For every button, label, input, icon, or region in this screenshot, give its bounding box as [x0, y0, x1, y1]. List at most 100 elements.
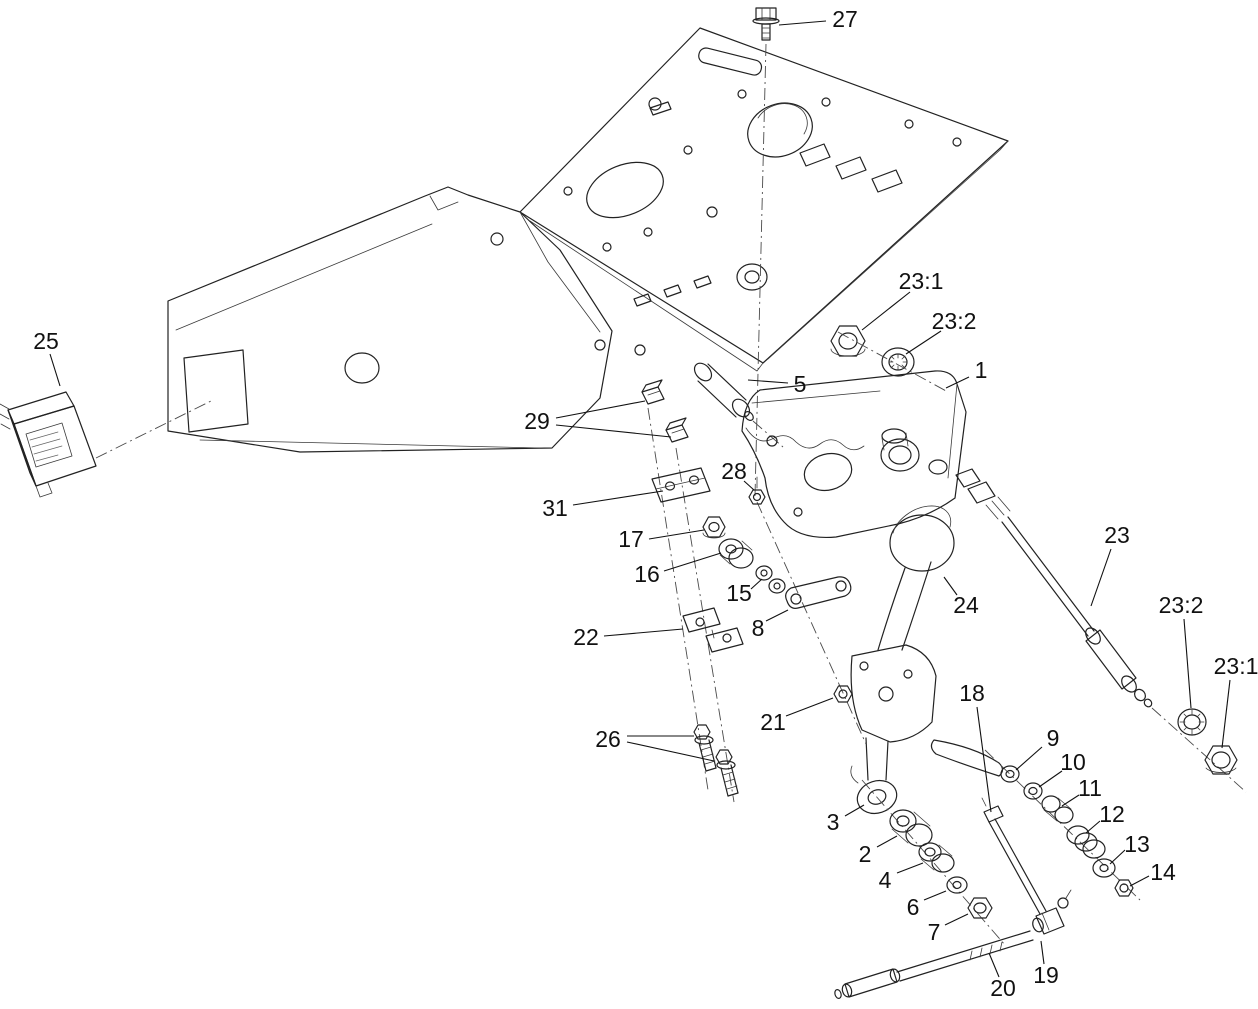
callout-14: 14 — [1150, 859, 1176, 885]
leader-line-29 — [555, 400, 646, 419]
callout-10: 10 — [1060, 749, 1086, 775]
leader-line-23-1-top — [861, 291, 911, 331]
switch-25 — [0, 391, 97, 498]
callout-24: 24 — [953, 592, 979, 618]
callout-7: 7 — [928, 919, 941, 945]
clamp-29a — [641, 379, 665, 405]
leader-line-31 — [572, 490, 664, 506]
callout-6: 6 — [907, 894, 920, 920]
leader-line-1 — [945, 376, 970, 389]
leader-line-25 — [49, 353, 61, 387]
leader-line-5 — [747, 379, 789, 384]
stack-9-14-axis-line — [984, 749, 1141, 901]
callout-17: 17 — [618, 526, 644, 552]
callout-5: 5 — [794, 371, 807, 397]
knob-24 — [889, 505, 955, 572]
spacer-4 — [918, 842, 955, 873]
leader-line-13 — [1109, 849, 1126, 865]
leader-line-21 — [785, 697, 834, 717]
pin-5-axis-line — [752, 420, 784, 448]
callout-19: 19 — [1033, 962, 1059, 988]
leader-line-9 — [1015, 746, 1043, 771]
leader-line-23-2-top — [905, 330, 942, 355]
washer-13 — [1092, 858, 1116, 878]
callout-12: 12 — [1099, 801, 1125, 827]
hardware-top-axis-line — [837, 331, 949, 393]
column-axis-line-c — [756, 501, 867, 745]
bolt-27-axis-line — [754, 43, 767, 497]
leader-line-3 — [844, 804, 865, 817]
bracket-31 — [651, 467, 711, 503]
pin-5 — [693, 362, 754, 421]
callout-29: 29 — [524, 408, 550, 434]
bushing-16 — [718, 538, 754, 569]
nut-28 — [748, 476, 766, 505]
spring-12 — [1066, 825, 1106, 859]
leader-line-17 — [648, 529, 705, 540]
clamp-29b — [665, 417, 689, 443]
leader-line-8 — [765, 609, 789, 622]
link-8 — [785, 576, 852, 609]
elbow-fitting-19 — [1032, 889, 1072, 935]
leader-line-19 — [1040, 940, 1045, 965]
callout-23-2-top: 23:2 — [932, 308, 977, 334]
callout-11: 11 — [1078, 775, 1102, 801]
callout-26: 26 — [595, 726, 621, 752]
washer-10 — [1023, 782, 1043, 800]
leader-line-23-1-right — [1221, 679, 1231, 749]
nut-21 — [833, 685, 853, 703]
nut-17 — [702, 516, 726, 539]
callout-8: 8 — [752, 615, 765, 641]
callout-31: 31 — [542, 495, 568, 521]
callout-21: 21 — [760, 709, 786, 735]
washer-6 — [946, 876, 968, 894]
callout-20: 20 — [990, 975, 1016, 1001]
shift-lever — [850, 561, 1004, 815]
splined-washer-23-2-right — [1177, 708, 1207, 736]
switch-axis-line — [95, 399, 214, 459]
spacer-11 — [1041, 795, 1074, 824]
nut-7 — [967, 897, 993, 919]
callout-4: 4 — [879, 867, 892, 893]
callout-27: 27 — [832, 6, 858, 32]
callout-9: 9 — [1047, 725, 1060, 751]
callout-23-1-right: 23:1 — [1214, 653, 1258, 679]
nut-14 — [1114, 879, 1134, 897]
callout-16: 16 — [634, 561, 660, 587]
callout-1: 1 — [975, 357, 988, 383]
leader-line-27 — [778, 20, 827, 26]
mounting-plate — [519, 27, 1009, 372]
callout-23-1-top: 23:1 — [899, 268, 944, 294]
link-rod-18 — [981, 797, 1047, 915]
cable-23 — [955, 468, 1153, 708]
leader-line-28 — [743, 480, 755, 491]
callout-25: 25 — [33, 328, 59, 354]
callout-28: 28 — [721, 458, 747, 484]
leader-line-23 — [1090, 548, 1112, 607]
column-axis-line-a — [647, 407, 709, 791]
leader-line-26 — [626, 741, 715, 762]
callout-18: 18 — [959, 680, 985, 706]
callout-layer: 27252931281716158222621523:123:21242323:… — [33, 6, 1258, 1001]
bracket-22 — [682, 607, 744, 653]
leader-line-7 — [944, 913, 969, 926]
leader-line-11 — [1061, 794, 1080, 807]
support-arm — [167, 186, 646, 453]
leader-line-18 — [976, 706, 992, 813]
cable-23-axis-line — [1151, 707, 1247, 793]
leader-line-12 — [1085, 820, 1101, 834]
leader-line-15 — [750, 578, 763, 590]
leader-line-20 — [988, 952, 1000, 978]
callout-3: 3 — [827, 809, 840, 835]
leader-line-22 — [603, 628, 684, 637]
leader-line-23-2-right — [1183, 618, 1192, 709]
leader-line-16 — [663, 552, 722, 572]
flange-nut-23-1-right — [1204, 745, 1238, 775]
callout-23-2-right: 23:2 — [1159, 592, 1204, 618]
flange-nut-23-1-top — [830, 325, 866, 357]
bushing-2 — [889, 809, 933, 847]
washers-15 — [755, 565, 786, 594]
leader-line-29 — [555, 424, 672, 438]
